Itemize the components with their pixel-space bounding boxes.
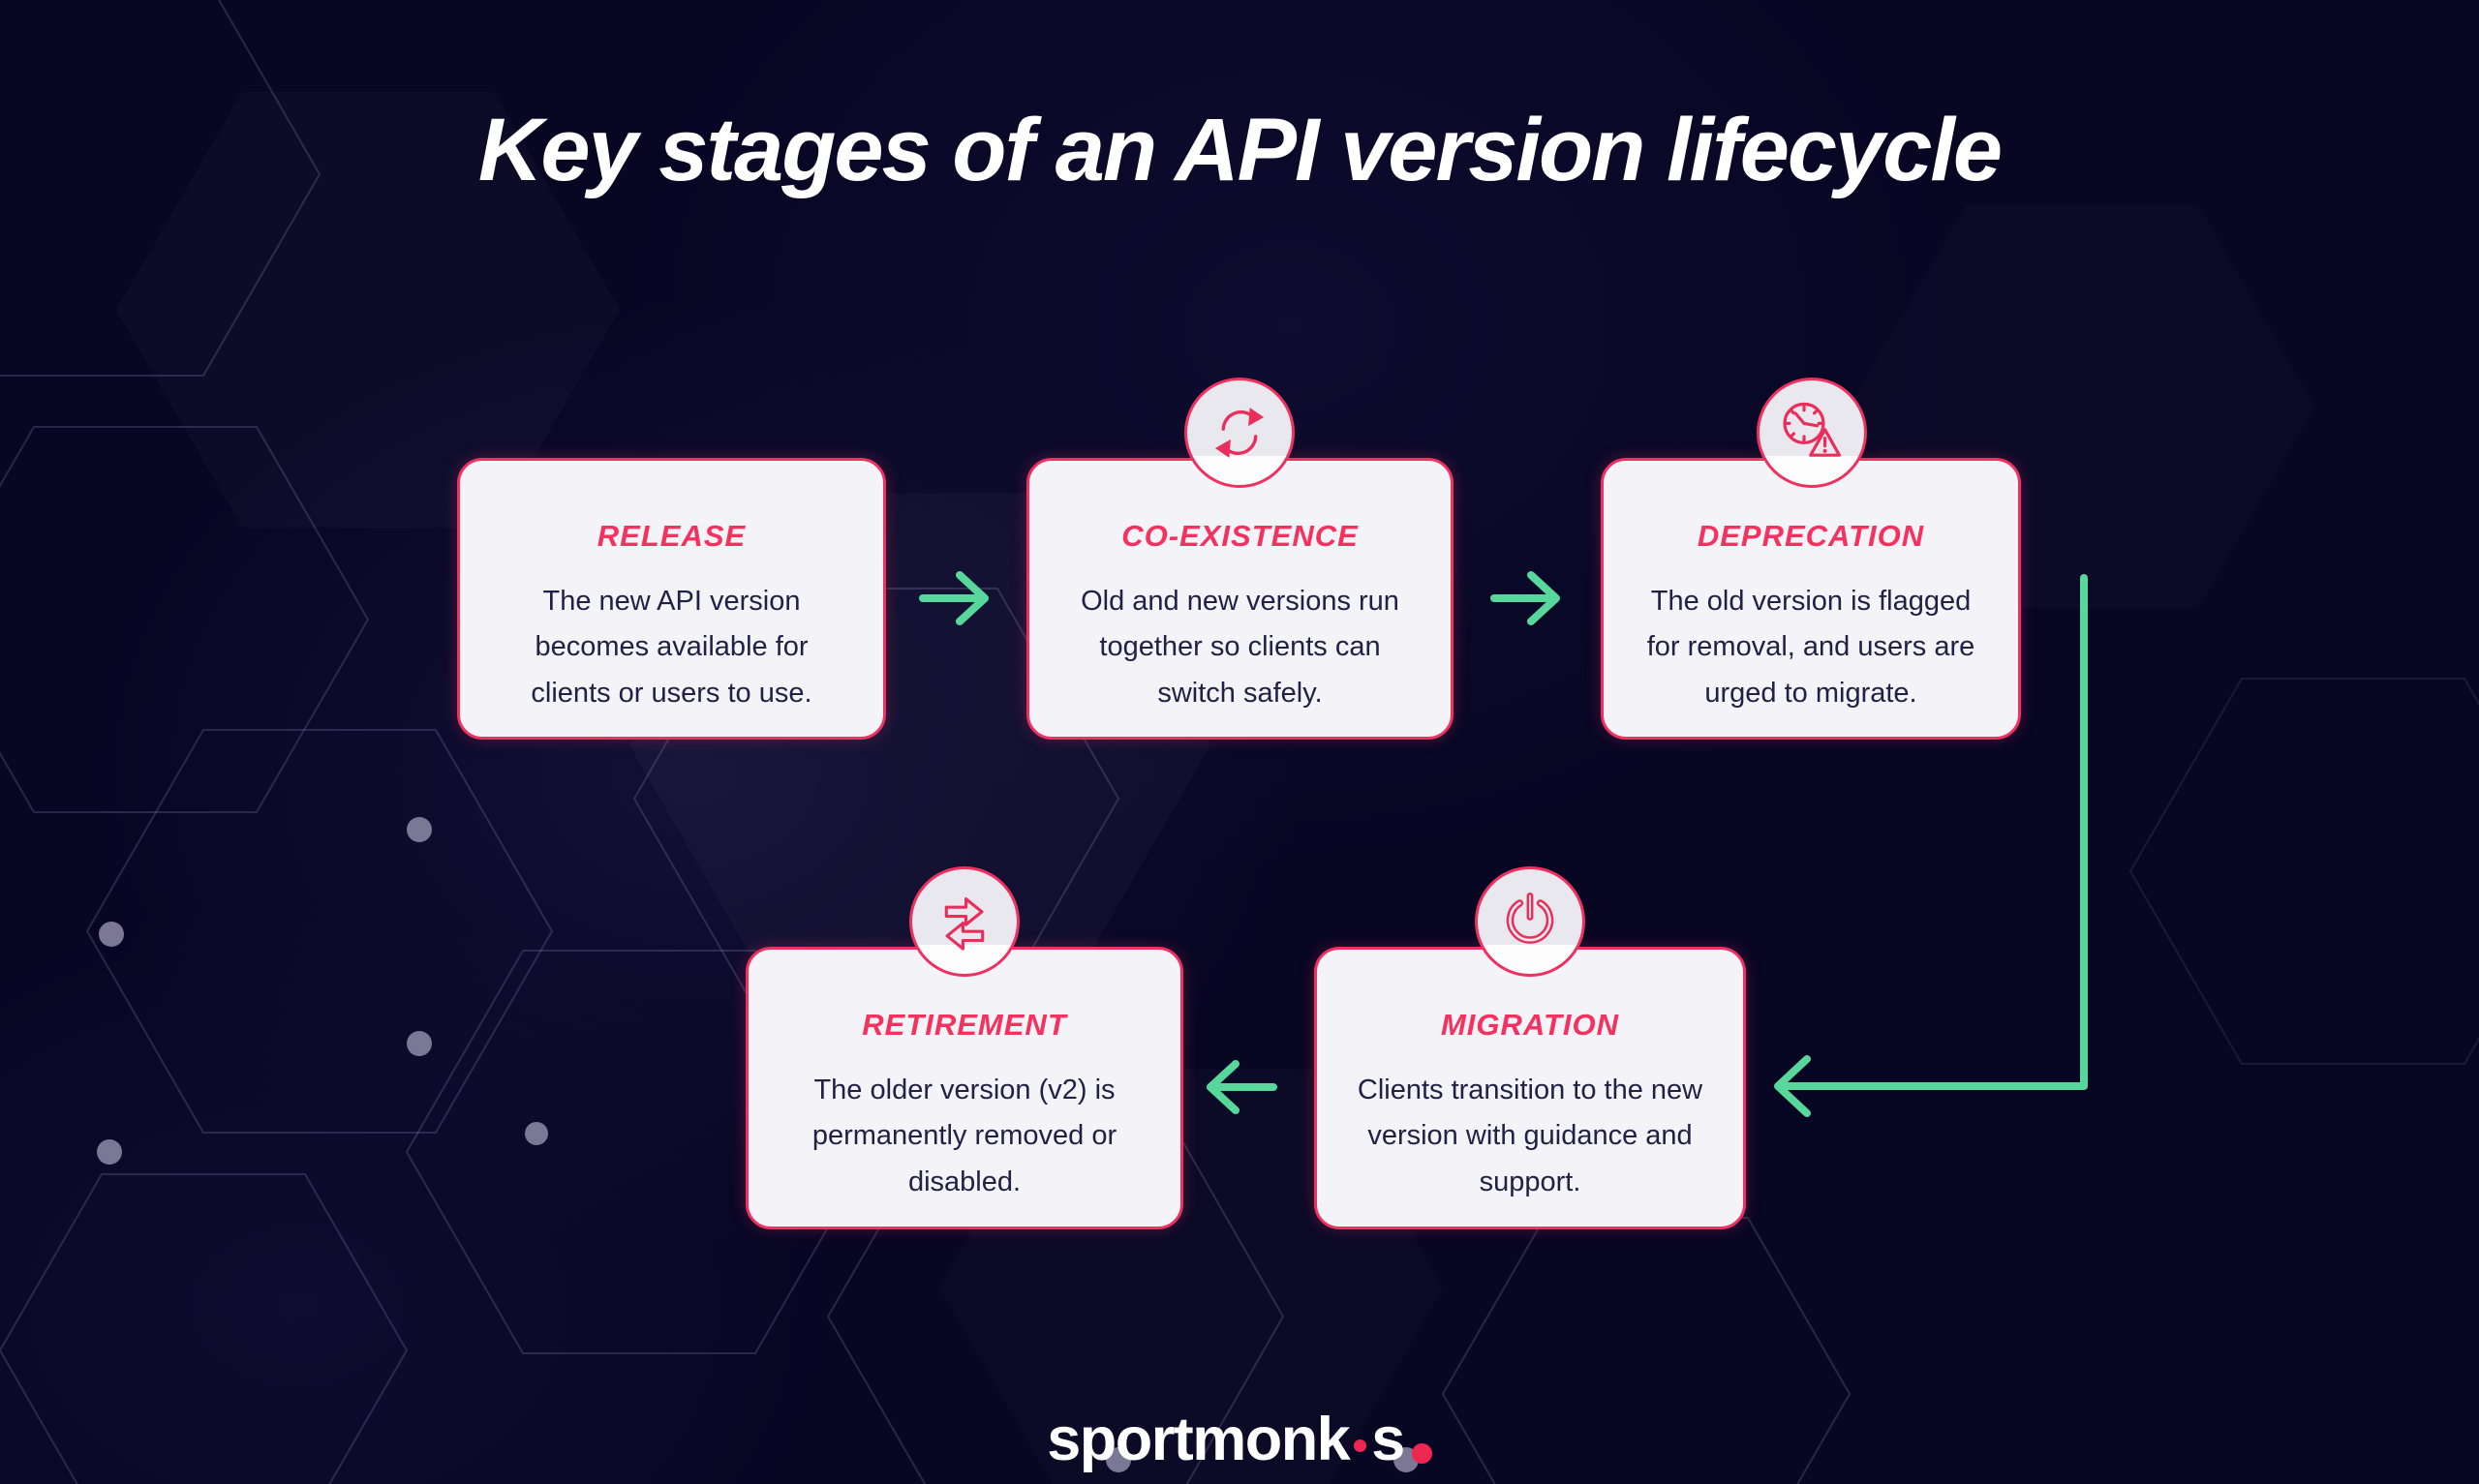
flow-arrow-right-1 [919,571,989,625]
flow-arrow-right-2 [1490,571,1560,625]
sportmonks-logo: sportmonk s [0,1409,2479,1470]
stage-description: Old and new versions run together so cli… [1081,586,1399,709]
power-icon [1506,892,1554,944]
deprecation-icon-badge [1757,378,1867,488]
stage-description: The old version is flagged for removal, … [1646,586,1975,709]
logo-middot-icon [1354,1439,1367,1452]
retirement-icon-badge [909,866,1020,977]
flow-connector-deprecation-to-migration [1774,574,2088,1117]
logo-text-part2: s [1371,1406,1405,1473]
stage-title: DEPRECATION [1697,519,1925,553]
stage-description: The older version (v2) is permanently re… [811,1075,1117,1197]
transfer-arrows-icon [944,897,985,951]
stage-title: RETIREMENT [862,1008,1067,1042]
logo-text-part1: sportmonk [1047,1406,1351,1473]
stage-title: RELEASE [597,519,747,553]
stage-card-migration: MIGRATION Clients transition to the new … [1314,947,1746,1229]
stage-card-co-existence: CO-EXISTENCE Old and new versions run to… [1026,458,1454,740]
stage-title: MIGRATION [1440,1008,1620,1042]
stage-description: Clients transition to the new version wi… [1357,1075,1703,1197]
clock-warning-icon [1783,402,1841,457]
stage-description: The new API version becomes available fo… [531,586,812,709]
stage-title: CO-EXISTENCE [1121,519,1359,553]
stage-card-deprecation: DEPRECATION The old version is flagged f… [1601,458,2021,740]
stage-card-retirement: RETIREMENT The older version (v2) is per… [746,947,1183,1229]
logo-period-icon [1411,1443,1432,1464]
co-existence-icon-badge [1184,378,1295,488]
stage-card-release: RELEASE The new API version becomes avai… [457,458,886,740]
page-title: Key stages of an API version lifecycle [477,101,2003,199]
flow-arrow-left [1207,1060,1277,1114]
migration-icon-badge [1475,866,1585,977]
sync-icon [1214,408,1265,458]
